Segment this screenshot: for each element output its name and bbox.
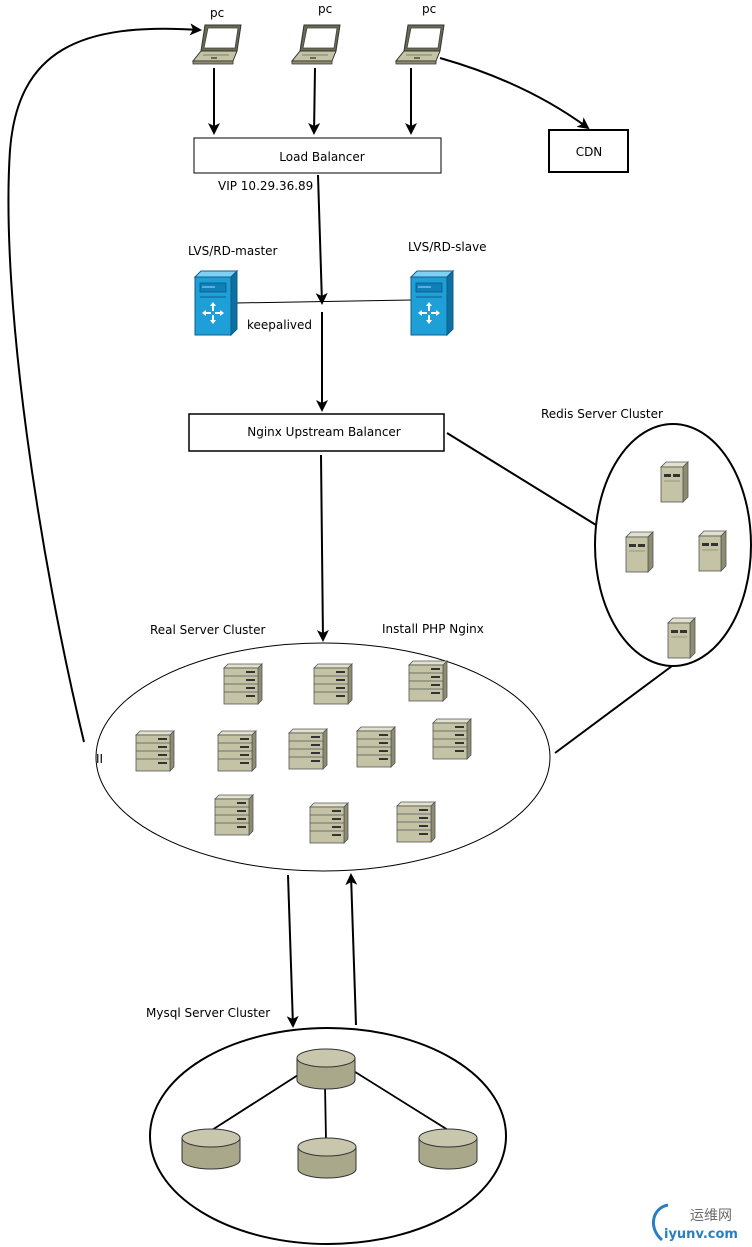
connections — [7, 23, 673, 1141]
pc3-to-cdn-arrow — [439, 57, 590, 130]
rack-server-icon — [214, 794, 254, 836]
database-icon — [418, 1128, 478, 1170]
vip-label: VIP 10.29.36.89 — [218, 179, 313, 193]
rack-server-icon — [408, 660, 448, 702]
pc-3-label: pc — [422, 2, 436, 16]
tower-server-icon — [625, 531, 654, 573]
watermark: 运维网 iyunv.com — [652, 1203, 738, 1242]
pc-3: pc — [395, 2, 445, 65]
load-balancer-label: Load Balancer — [279, 150, 364, 164]
pc2-to-lb-arrow — [308, 67, 321, 135]
nginx-to-realservers-arrow — [316, 454, 329, 642]
laptop-icon — [192, 24, 242, 65]
install-label: Install PHP Nginx — [382, 622, 484, 636]
router-server-icon — [194, 270, 238, 336]
nginx-balancer-label: Nginx Upstream Balancer — [247, 425, 401, 439]
rack-server-icon — [223, 663, 263, 705]
mysql-cluster-boundary — [149, 1027, 507, 1245]
mysql-databases — [181, 1048, 478, 1179]
redis-cluster-label: Redis Server Cluster — [541, 407, 663, 421]
rack-server-icon — [356, 726, 396, 768]
real-server-cluster-label: Real Server Cluster — [150, 623, 266, 637]
nginx-to-redis-line — [446, 432, 597, 526]
nginx-balancer-box: Nginx Upstream Balancer — [188, 413, 445, 452]
watermark-bottom-text: iyunv.com — [664, 1227, 738, 1242]
rack-server-icon — [135, 730, 175, 772]
database-icon — [297, 1137, 357, 1179]
keepalived-label: keepalived — [247, 318, 312, 332]
lb-to-lvs-arrow — [315, 174, 328, 305]
pc-2-label: pc — [318, 2, 332, 16]
rack-server-icon — [313, 663, 353, 705]
tower-server-icon — [667, 617, 696, 659]
keepalived-link — [235, 299, 412, 304]
redis-cluster-boundary — [594, 423, 752, 667]
load-balancer-box: Load Balancer — [193, 137, 442, 174]
rack-server-icon — [396, 801, 436, 843]
watermark-top-text: 运维网 — [690, 1208, 732, 1224]
feedback-arrow — [7, 23, 202, 743]
rack-server-icon — [309, 802, 349, 844]
cdn-box: CDN — [548, 129, 629, 173]
cdn-label: CDN — [576, 145, 603, 159]
database-icon — [181, 1128, 241, 1170]
pc-1: pc — [192, 6, 242, 65]
redis-servers — [625, 461, 727, 659]
rack-server-icon — [217, 730, 257, 772]
router-server-icon — [410, 270, 454, 336]
realservers-to-redis-line — [554, 665, 673, 754]
lvs-master-label: LVS/RD-master — [188, 244, 278, 258]
tower-server-icon — [660, 461, 689, 503]
real-servers — [135, 660, 472, 844]
lvs-slave-label: LVS/RD-slave — [408, 240, 487, 254]
mysql-cluster-label: Mysql Server Cluster — [146, 1006, 270, 1020]
edge-mark: II — [96, 752, 103, 766]
laptop-icon — [291, 24, 341, 65]
database-icon — [296, 1048, 356, 1090]
realservers-to-mysql-arrow — [286, 874, 299, 1028]
mysql-to-realservers-arrow — [345, 873, 358, 1026]
watermark-logo-icon — [652, 1203, 669, 1242]
tower-server-icon — [698, 530, 727, 572]
rack-server-icon — [432, 718, 472, 760]
laptop-icon — [395, 24, 445, 65]
real-server-cluster-boundary — [95, 642, 551, 872]
rack-server-icon — [288, 728, 328, 770]
pc-2: pc — [291, 2, 341, 65]
pc-1-label: pc — [210, 6, 224, 20]
